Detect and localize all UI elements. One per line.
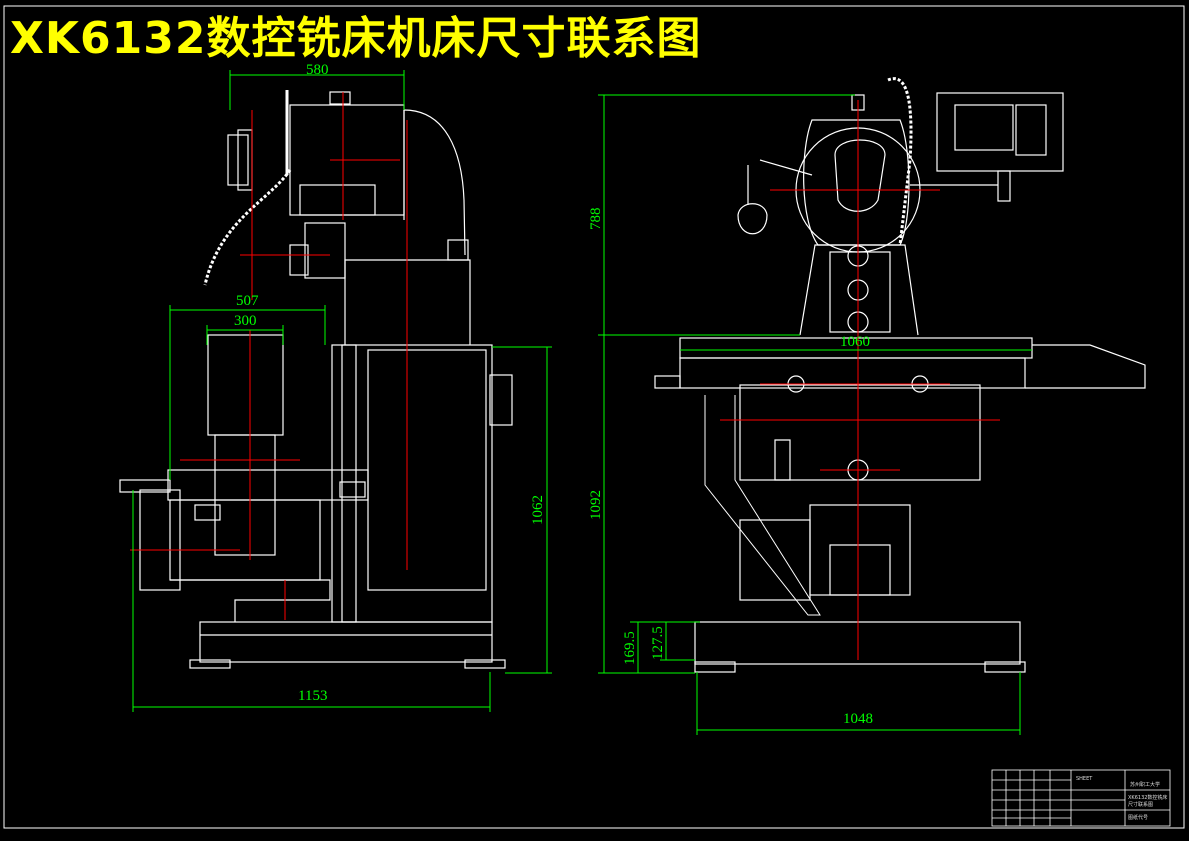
dim-300: 300 [234,313,257,329]
dim-580: 580 [306,62,329,78]
drawing-border [3,5,1185,829]
dim-1062: 1062 [530,495,546,525]
front-lamp [737,159,813,235]
title-block-sheet: SHEET [1076,776,1093,782]
front-centerlines [720,100,1000,660]
side-head-arch [403,109,466,256]
side-base [199,621,493,663]
title-block-code: 图纸代号 [1128,814,1148,821]
front-head [803,119,910,246]
side-centerlines [130,92,408,620]
dim-1048: 1048 [843,711,873,727]
dim-169-5: 169.5 [622,631,638,665]
front-column [799,244,919,336]
dimension-lines [132,70,1032,735]
front-view [654,77,1146,673]
drawing-title: XK6132数控铣床机床尺寸联系图 [10,13,702,64]
side-cable [203,169,292,286]
dim-507: 507 [236,293,259,309]
title-block-school: 苏州职工大学 [1130,781,1160,788]
dim-1092: 1092 [588,490,604,520]
dim-1060: 1060 [840,334,870,350]
front-knee [739,384,981,481]
side-view [119,90,513,669]
dim-788: 788 [588,208,604,231]
front-bellows [704,395,821,616]
dim-1153: 1153 [298,688,327,704]
side-column [331,344,493,623]
title-block [991,769,1171,827]
dim-127-5: 127.5 [650,626,666,660]
title-block-name-2: 尺寸联系图 [1128,801,1153,808]
title-block-name-1: XK6132数控铣床 [1128,794,1167,801]
side-knee [207,334,284,436]
